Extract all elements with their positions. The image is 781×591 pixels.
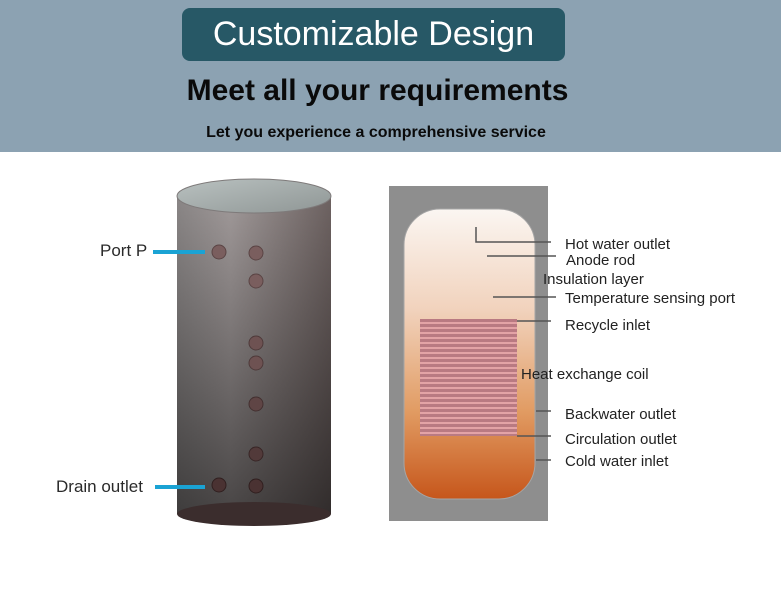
label-recycle-inlet: Recycle inlet — [565, 317, 651, 334]
label-anode-rod: Anode rod — [566, 252, 636, 269]
exterior-tank — [176, 178, 332, 526]
tank-ports — [211, 244, 264, 494]
label-cold-water-inlet: Cold water inlet — [565, 453, 669, 470]
hot-water-outlet-leader — [475, 227, 551, 243]
port-right-2 — [248, 273, 264, 289]
port-right-7 — [248, 478, 264, 494]
port-right-1 — [248, 245, 264, 261]
heat-exchange-coil — [420, 319, 517, 436]
port-right-6 — [248, 446, 264, 462]
title-badge: Customizable Design — [182, 8, 565, 61]
label-temperature-sensing-port: Temperature sensing port — [565, 290, 736, 307]
headline: Meet all your requirements — [186, 74, 569, 107]
port-right-4 — [248, 355, 264, 371]
label-circulation-outlet: Circulation outlet — [565, 431, 677, 448]
badge-title: Customizable Design — [212, 15, 535, 53]
hero-banner: Customizable Design Meet all your requir… — [0, 0, 781, 152]
label-heat-exchange-coil: Heat exchange coil — [521, 366, 649, 383]
port-right-3 — [248, 335, 264, 351]
section-leaders — [475, 227, 556, 461]
port-p-left — [211, 244, 227, 260]
label-insulation-layer: Insulation layer — [543, 271, 644, 288]
label-hot-water-outlet: Hot water outlet — [565, 236, 671, 253]
label-port-p: Port P — [100, 241, 148, 260]
drain-port — [211, 477, 227, 493]
label-backwater-outlet: Backwater outlet — [565, 406, 676, 423]
label-drain-outlet: Drain outlet — [56, 477, 143, 496]
subline: Let you experience a comprehensive servi… — [206, 124, 546, 141]
port-right-5 — [248, 396, 264, 412]
